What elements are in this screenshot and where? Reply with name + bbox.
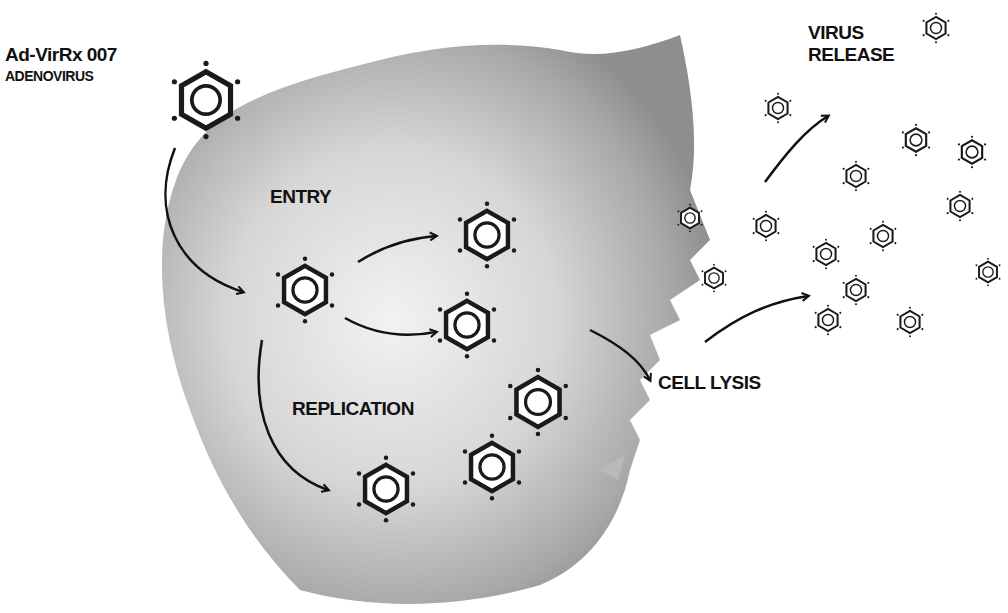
virus-particle bbox=[276, 257, 334, 324]
virus-particle bbox=[813, 239, 840, 270]
label-text: Ad-VirRx 007 bbox=[5, 44, 117, 66]
virus-particle bbox=[753, 211, 780, 242]
step-label: CELL LYSIS bbox=[658, 372, 761, 394]
virus-particle bbox=[463, 434, 521, 501]
virus-particle bbox=[870, 221, 897, 252]
virus-particle bbox=[508, 368, 568, 437]
cell-fragment bbox=[600, 455, 625, 480]
virus-particle bbox=[843, 161, 870, 192]
virus-particle bbox=[701, 264, 726, 293]
process-arrows bbox=[166, 116, 828, 490]
virus-particle bbox=[765, 93, 792, 124]
virus-particle bbox=[677, 204, 702, 233]
virus-particle bbox=[923, 13, 950, 44]
virus-particle bbox=[357, 456, 415, 523]
virus-particle bbox=[843, 275, 870, 306]
virus-particle bbox=[172, 61, 240, 139]
virus-particle bbox=[947, 191, 974, 222]
virus-particle bbox=[438, 292, 496, 359]
step-label: ENTRY bbox=[270, 186, 331, 208]
adenovirus-particles bbox=[172, 13, 1001, 523]
label-text: ADENOVIRUS bbox=[5, 68, 93, 84]
virus-particle bbox=[458, 202, 516, 269]
step-label: VIRUS RELEASE bbox=[808, 22, 908, 66]
virus-particle bbox=[902, 124, 930, 156]
virus-particle bbox=[897, 307, 924, 338]
virus-particle bbox=[975, 258, 1000, 287]
cancer-cell bbox=[162, 35, 710, 604]
step-label: REPLICATION bbox=[292, 398, 414, 420]
virus-particle bbox=[815, 305, 842, 336]
virus-particle bbox=[958, 136, 986, 168]
